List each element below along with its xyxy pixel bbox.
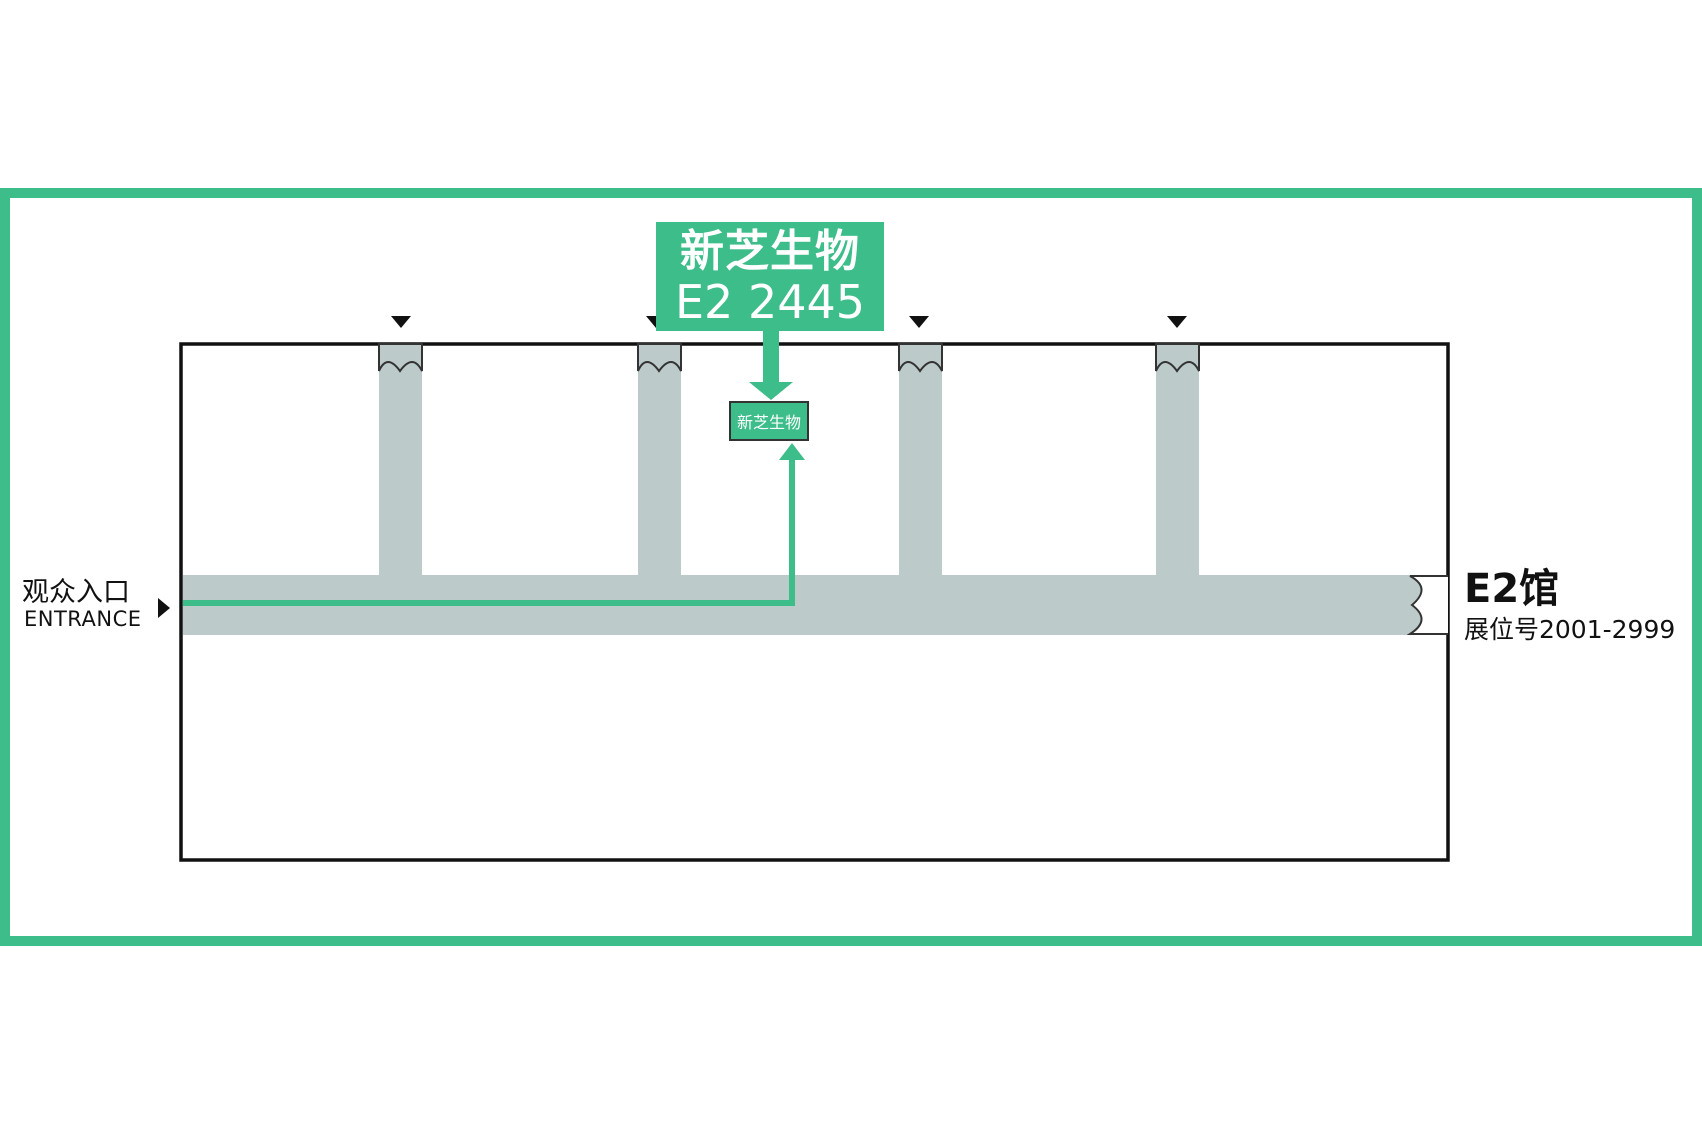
hall-name: E2馆 [1464,566,1560,612]
door-swing-icon [898,343,943,373]
door-swing-icon [1406,575,1448,635]
booth-range: 展位号2001-2999 [1464,615,1676,644]
aisles [183,345,1446,635]
door-swing-icon [637,343,682,373]
side-aisle-1 [379,345,422,575]
arrow-icon [749,382,793,400]
triangle-down-icon [391,316,411,328]
triangle-right-icon [158,598,170,618]
door-swing-icon [1155,343,1200,373]
callout-exhibitor-name: 新芝生物 [680,225,860,277]
route-path [183,458,795,606]
entrance-label-en: ENTRANCE [24,607,142,631]
exhibitor-booth: 新芝生物 [729,401,809,441]
top-doors [378,343,1200,373]
side-aisle-4 [1156,345,1199,575]
callout-connector [763,331,779,383]
exhibitor-callout: 新芝生物 E2 2445 [656,222,884,331]
triangle-down-icon [909,316,929,328]
callout-booth-number: E2 2445 [674,274,866,329]
arrow-icon [779,443,805,460]
outer-frame [0,188,1702,946]
side-aisle-2 [638,345,681,575]
door-swing-icon [378,343,423,373]
triangle-down-icon [1167,316,1187,328]
entrance-label-cn: 观众入口 [22,577,130,608]
side-aisle-3 [899,345,942,575]
